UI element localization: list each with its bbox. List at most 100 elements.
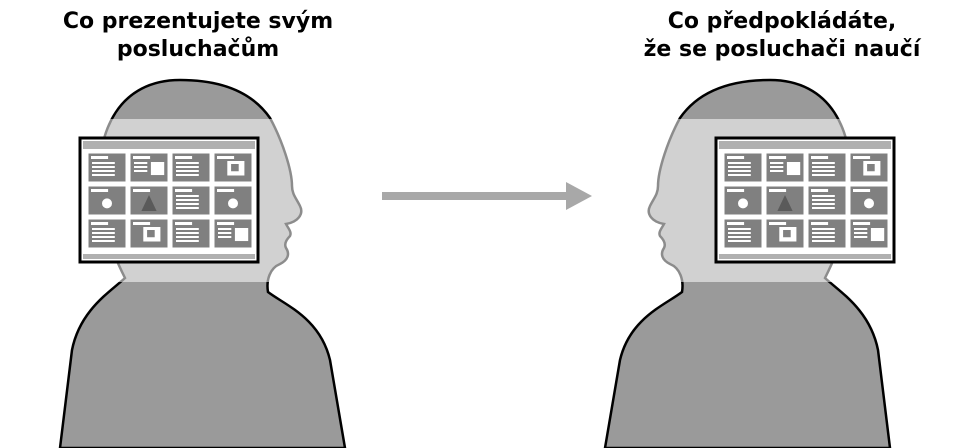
slide-thumbnail-line: [812, 199, 835, 201]
slide-thumbnail: [130, 186, 168, 215]
slide-thumbnail-line: [176, 207, 199, 209]
slide-thumbnail-line: [854, 232, 867, 234]
slide-thumbnail-line: [770, 170, 783, 172]
slide-thumbnail-title: [91, 156, 108, 159]
slide-thumbnail-line: [728, 174, 751, 176]
slide-thumbnail-title: [811, 222, 828, 225]
slide-thumbnail: [172, 153, 210, 182]
right-slide-grid: [716, 138, 894, 262]
slide-thumbnail-title: [769, 189, 786, 192]
slide-sorter-statusbar: [719, 254, 891, 259]
slide-thumbnail-line: [728, 240, 751, 242]
slide-thumbnail: [850, 186, 888, 215]
slide-thumbnail: [214, 153, 252, 182]
slide-thumbnail-title: [217, 189, 234, 192]
slide-thumbnail-image-inner: [231, 164, 239, 171]
slide-thumbnail-line: [728, 166, 751, 168]
slide-thumbnail-line: [176, 240, 199, 242]
slide-thumbnail-title: [217, 222, 234, 225]
slide-thumbnail-box: [787, 162, 800, 175]
slide-thumbnail: [172, 186, 210, 215]
slide-thumbnail-title: [727, 156, 744, 159]
slide-thumbnail-line: [854, 236, 867, 238]
slide-thumbnail-line: [92, 236, 115, 238]
slide-thumbnail-line: [176, 199, 199, 201]
slide-thumbnail-title: [727, 189, 744, 192]
slide-thumbnail: [130, 219, 168, 248]
slide-thumbnail: [766, 186, 804, 215]
slide-thumbnail-line: [176, 174, 199, 176]
slide-thumbnail-line: [728, 232, 751, 234]
slide-thumbnail-line: [854, 228, 867, 230]
slide-thumbnail-line: [92, 174, 115, 176]
slide-thumbnail-line: [176, 203, 199, 205]
slide-thumbnail-line: [770, 166, 783, 168]
slide-thumbnail-line: [812, 174, 835, 176]
slide-thumbnail-title: [853, 222, 870, 225]
slide-thumbnail-line: [728, 228, 751, 230]
slide-thumbnail-line: [176, 232, 199, 234]
slide-thumbnail-line: [176, 170, 199, 172]
slide-thumbnail: [724, 186, 762, 215]
slide-thumbnail-line: [218, 228, 231, 230]
slide-sorter-toolbar: [719, 141, 891, 149]
slide-thumbnail: [808, 186, 846, 215]
slide-thumbnail-line: [92, 166, 115, 168]
slide-thumbnail: [766, 219, 804, 248]
slide-thumbnail-line: [134, 166, 147, 168]
slide-thumbnail-title: [91, 222, 108, 225]
slide-thumbnail-title: [175, 222, 192, 225]
slide-thumbnail-pie: [228, 198, 238, 208]
slide-thumbnail-title: [853, 189, 870, 192]
slide-thumbnail-line: [134, 170, 147, 172]
slide-thumbnail: [130, 153, 168, 182]
slide-thumbnail-box: [871, 228, 884, 241]
slide-thumbnail-image-inner: [867, 164, 875, 171]
slide-thumbnail: [724, 219, 762, 248]
slide-thumbnail-box: [151, 162, 164, 175]
slide-thumbnail-line: [812, 203, 835, 205]
slide-thumbnail-line: [812, 228, 835, 230]
slide-thumbnail: [808, 153, 846, 182]
slide-thumbnail-line: [92, 240, 115, 242]
slide-thumbnail-pie: [864, 198, 874, 208]
slide-thumbnail-box: [235, 228, 248, 241]
slide-thumbnail-line: [92, 170, 115, 172]
slide-thumbnail-line: [218, 236, 231, 238]
slide-thumbnail: [850, 153, 888, 182]
slide-thumbnail-line: [812, 240, 835, 242]
slide-thumbnail-title: [175, 156, 192, 159]
slide-thumbnail-line: [134, 162, 147, 164]
slide-thumbnail-title: [133, 222, 150, 225]
slide-thumbnail: [214, 219, 252, 248]
slide-thumbnail-title: [811, 189, 828, 192]
slide-thumbnail-title: [217, 156, 234, 159]
slide-sorter-toolbar: [83, 141, 255, 149]
slide-thumbnail-line: [812, 207, 835, 209]
slide-thumbnail-line: [176, 195, 199, 197]
slide-thumbnail-line: [812, 232, 835, 234]
slide-thumbnail-line: [176, 236, 199, 238]
slide-thumbnail: [850, 219, 888, 248]
slide-thumbnail-pie: [738, 198, 748, 208]
slide-thumbnail-line: [812, 170, 835, 172]
slide-thumbnail-line: [812, 236, 835, 238]
slide-thumbnail-line: [728, 170, 751, 172]
slide-thumbnail-title: [91, 189, 108, 192]
slide-thumbnail-line: [92, 232, 115, 234]
slide-thumbnail-line: [812, 162, 835, 164]
slide-thumbnail: [172, 219, 210, 248]
slide-thumbnail-line: [770, 162, 783, 164]
slide-thumbnail-title: [811, 156, 828, 159]
slide-thumbnail-image-inner: [783, 230, 791, 237]
slide-thumbnail-line: [728, 236, 751, 238]
slide-thumbnail-line: [176, 166, 199, 168]
slide-thumbnail-title: [133, 189, 150, 192]
slide-thumbnail: [88, 186, 126, 215]
slide-sorter-statusbar: [83, 254, 255, 259]
left-slide-grid: [80, 138, 258, 262]
slide-thumbnail: [766, 153, 804, 182]
slide-thumbnail-line: [812, 166, 835, 168]
slide-thumbnail-title: [853, 156, 870, 159]
slide-thumbnail-image-inner: [147, 230, 155, 237]
